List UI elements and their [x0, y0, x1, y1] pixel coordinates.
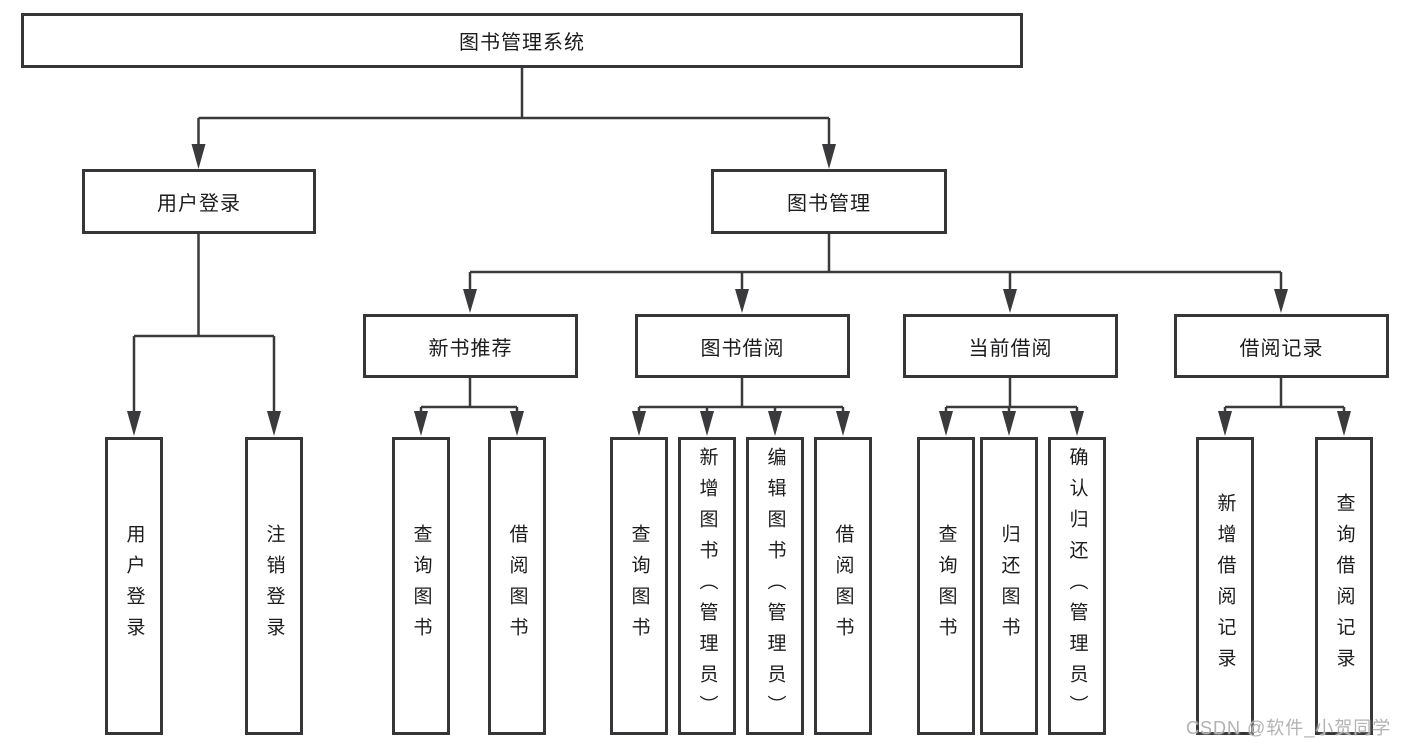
node-borrowing-records: 借阅记录	[1174, 314, 1389, 378]
csdn-watermark: CSDN @软件_小贺同学	[1186, 718, 1392, 738]
leaf-edit-books-admin: 编辑图书（管理员）	[746, 437, 804, 735]
leaf-logout: 注销登录	[245, 437, 303, 735]
leaf-search-books-recommend: 查询图书	[392, 437, 450, 735]
leaf-search-books-borrow: 查询图书	[610, 437, 668, 735]
leaf-borrow-books-recommend: 借阅图书	[488, 437, 546, 735]
leaf-search-borrow-record: 查询借阅记录	[1315, 437, 1373, 735]
leaf-confirm-return-admin: 确认归还（管理员）	[1048, 437, 1106, 735]
node-user-login-module: 用户登录	[82, 169, 316, 234]
node-new-book-recommendation: 新书推荐	[363, 314, 578, 378]
leaf-return-books: 归还图书	[980, 437, 1038, 735]
leaf-borrow-books: 借阅图书	[814, 437, 872, 735]
node-book-borrowing: 图书借阅	[635, 314, 850, 378]
node-book-management-module: 图书管理	[711, 169, 947, 234]
node-current-borrowing: 当前借阅	[903, 314, 1118, 378]
leaf-add-books-admin: 新增图书（管理员）	[678, 437, 736, 735]
leaf-add-borrow-record: 新增借阅记录	[1196, 437, 1254, 735]
leaf-search-books-current: 查询图书	[917, 437, 975, 735]
node-library-system: 图书管理系统	[21, 13, 1023, 68]
leaf-user-login: 用户登录	[105, 437, 163, 735]
